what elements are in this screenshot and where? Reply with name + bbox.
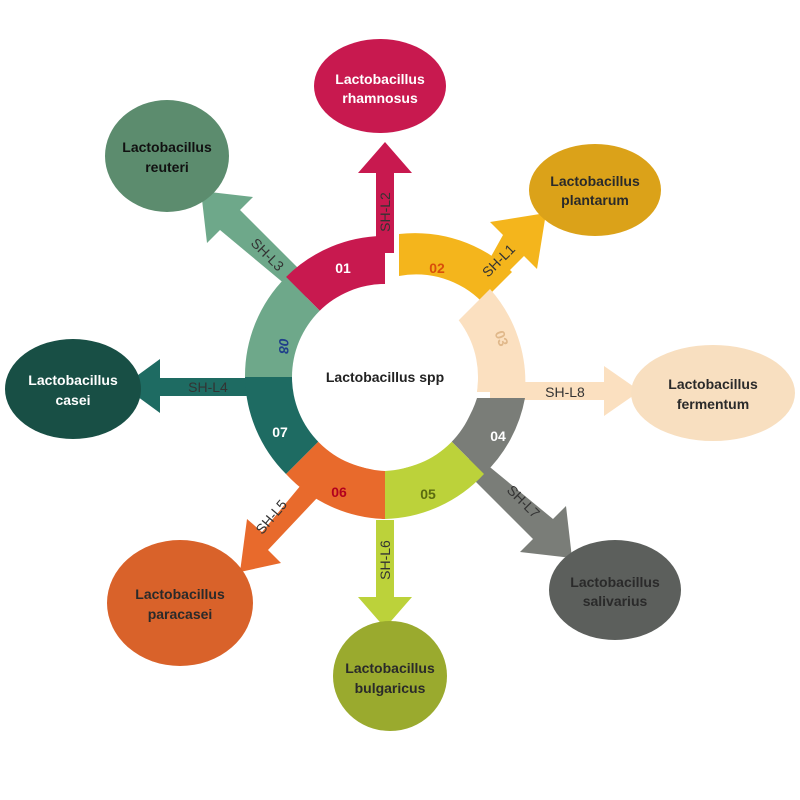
node-plantarum-ellipse xyxy=(529,144,661,236)
arrow-sh-l8 xyxy=(490,366,640,416)
node-casei-line2: casei xyxy=(55,392,90,408)
node-paracasei-line1: Lactobacillus xyxy=(135,586,225,602)
node-reuteri-ellipse xyxy=(105,100,229,212)
node-rhamnosus-line2: rhamnosus xyxy=(342,90,418,106)
node-rhamnosus-line1: Lactobacillus xyxy=(335,71,425,87)
node-bulgaricus-ellipse xyxy=(333,621,447,731)
ring-segment-01 xyxy=(286,236,385,312)
segment-number-02: 02 xyxy=(429,260,445,276)
segment-number-07: 07 xyxy=(272,424,288,440)
node-casei: Lactobacillus casei xyxy=(5,339,141,439)
ring xyxy=(244,233,526,519)
node-reuteri: Lactobacillus reuteri xyxy=(105,100,229,212)
node-fermentum-ellipse xyxy=(631,345,795,441)
node-casei-line1: Lactobacillus xyxy=(28,372,118,388)
arrow-sh-l3 xyxy=(201,191,317,300)
arrow-sh-l2 xyxy=(358,142,412,253)
ring-segment-07 xyxy=(245,377,320,474)
segment-number-01: 01 xyxy=(335,260,351,276)
node-fermentum: Lactobacillus fermentum xyxy=(631,345,795,441)
ring-segment-03 xyxy=(455,289,526,392)
arrow-label-sh-l4: SH-L4 xyxy=(188,379,228,395)
segment-number-03: 03 xyxy=(492,328,512,348)
node-reuteri-line1: Lactobacillus xyxy=(122,139,212,155)
node-casei-ellipse xyxy=(5,339,141,439)
segment-number-08: 08 xyxy=(276,338,292,354)
arrow-label-sh-l2: SH-L2 xyxy=(377,192,393,232)
node-salivarius: Lactobacillus salivarius xyxy=(549,540,681,640)
node-fermentum-line2: fermentum xyxy=(677,396,749,412)
node-salivarius-line2: salivarius xyxy=(583,593,648,609)
node-bulgaricus: Lactobacillus bulgaricus xyxy=(333,621,447,731)
node-paracasei: Lactobacillus paracasei xyxy=(107,540,253,666)
ring-segment-04 xyxy=(450,398,525,474)
segment-numbers: 01 02 03 04 05 06 07 08 xyxy=(272,260,512,502)
center-circle xyxy=(292,284,478,470)
arrow-label-sh-l6: SH-L6 xyxy=(377,540,393,580)
node-plantarum-line1: Lactobacillus xyxy=(550,173,640,189)
ring-segment-06 xyxy=(286,440,385,519)
arrow-label-sh-l8: SH-L8 xyxy=(545,384,585,400)
species-nodes: Lactobacillus rhamnosus Lactobacillus pl… xyxy=(5,39,795,731)
segment-number-06: 06 xyxy=(331,484,347,500)
ring-segment-05 xyxy=(385,440,484,519)
node-bulgaricus-line2: bulgaricus xyxy=(355,680,426,696)
node-paracasei-ellipse xyxy=(107,540,253,666)
center-label: Lactobacillus spp xyxy=(326,369,444,385)
arrow-sh-l7 xyxy=(461,454,572,558)
ring-segment-02 xyxy=(399,233,512,302)
arrow-sh-l4 xyxy=(123,359,252,413)
node-bulgaricus-line1: Lactobacillus xyxy=(345,660,435,676)
node-rhamnosus-ellipse xyxy=(314,39,446,133)
arrow-sh-l6 xyxy=(358,520,412,628)
node-salivarius-line1: Lactobacillus xyxy=(570,574,660,590)
segment-number-04: 04 xyxy=(490,428,506,444)
node-rhamnosus: Lactobacillus rhamnosus xyxy=(314,39,446,133)
node-plantarum: Lactobacillus plantarum xyxy=(529,144,661,236)
node-salivarius-ellipse xyxy=(549,540,681,640)
node-reuteri-line2: reuteri xyxy=(145,159,189,175)
node-fermentum-line1: Lactobacillus xyxy=(668,376,758,392)
arrow-sh-l5 xyxy=(240,485,317,572)
node-plantarum-line2: plantarum xyxy=(561,192,629,208)
segment-number-05: 05 xyxy=(420,486,436,502)
ring-segment-08 xyxy=(244,277,320,377)
node-paracasei-line2: paracasei xyxy=(148,606,213,622)
